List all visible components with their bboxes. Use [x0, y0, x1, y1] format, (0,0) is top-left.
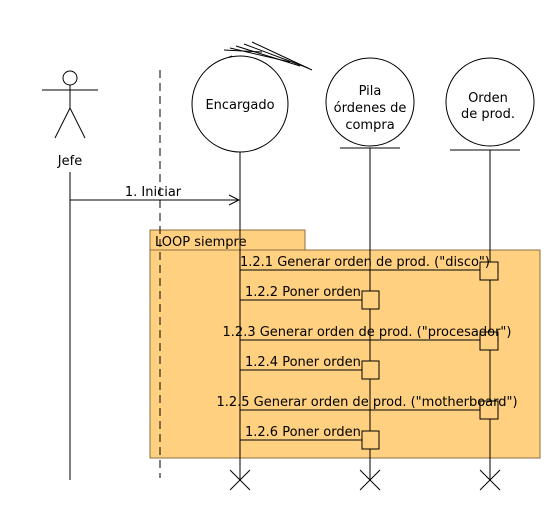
message-label: 1.2.3 Generar orden de prod. ("procesado… — [223, 325, 512, 340]
participant-orden: Orden de prod. — [445, 57, 535, 491]
actor-right-leg — [69, 107, 86, 139]
actor-head — [62, 70, 78, 86]
participant-encargado: Encargado — [191, 41, 313, 491]
message-1-2-6: 1.2.6 Poner orden — [240, 425, 380, 450]
message-1-2-1: 1.2.1 Generar orden de prod. ("disco") — [240, 255, 499, 281]
pila-label-line-2: órdenes de — [334, 101, 407, 116]
actor-name: Jefe — [57, 154, 82, 169]
actor-left-leg — [54, 107, 71, 139]
message-1-2-5: 1.2.5 Generar orden de prod. ("motherboa… — [216, 395, 518, 420]
orden-label-line-1: Orden — [468, 91, 508, 106]
pila-circle — [325, 57, 415, 147]
message-label: 1. Iniciar — [125, 185, 182, 200]
message-1-2-2: 1.2.2 Poner orden — [240, 285, 380, 310]
message-1-2-3: 1.2.3 Generar orden de prod. ("procesado… — [223, 325, 512, 351]
participant-pila: Pila órdenes de compra — [325, 57, 415, 491]
message-iniciar: 1. Iniciar — [70, 185, 239, 200]
activation-bar — [479, 400, 499, 420]
activation-bar — [479, 261, 499, 281]
message-1-2-4: 1.2.4 Poner orden — [240, 355, 380, 380]
loop-frame-box — [149, 249, 541, 459]
message-label: 1.2.1 Generar orden de prod. ("disco") — [240, 255, 490, 270]
loop-frame: LOOP siempre — [149, 229, 541, 459]
destroy-mark-orden — [479, 469, 501, 491]
pila-label-line-1: Pila — [359, 84, 382, 99]
message-label: 1.2.5 Generar orden de prod. ("motherboa… — [216, 395, 517, 410]
orden-circle — [445, 57, 535, 147]
activation-bar — [361, 290, 380, 310]
destroy-mark-pila — [359, 469, 381, 491]
orden-label-line-2: de prod. — [461, 107, 515, 122]
activation-bar — [361, 430, 380, 450]
activation-bar — [479, 331, 499, 351]
activation-bar — [361, 360, 380, 380]
message-label: 1.2.6 Poner orden — [245, 425, 361, 440]
loop-label-tab — [149, 229, 306, 251]
encargado-label: Encargado — [205, 98, 274, 113]
control-hatch-icon — [220, 41, 313, 71]
pila-label-line-3: compra — [345, 118, 394, 133]
actor-jefe: Jefe — [42, 70, 98, 480]
destroy-mark-encargado — [229, 469, 251, 491]
loop-label: LOOP siempre — [155, 235, 247, 250]
message-label: 1.2.4 Poner orden — [245, 355, 361, 370]
message-label: 1.2.2 Poner orden — [245, 285, 361, 300]
